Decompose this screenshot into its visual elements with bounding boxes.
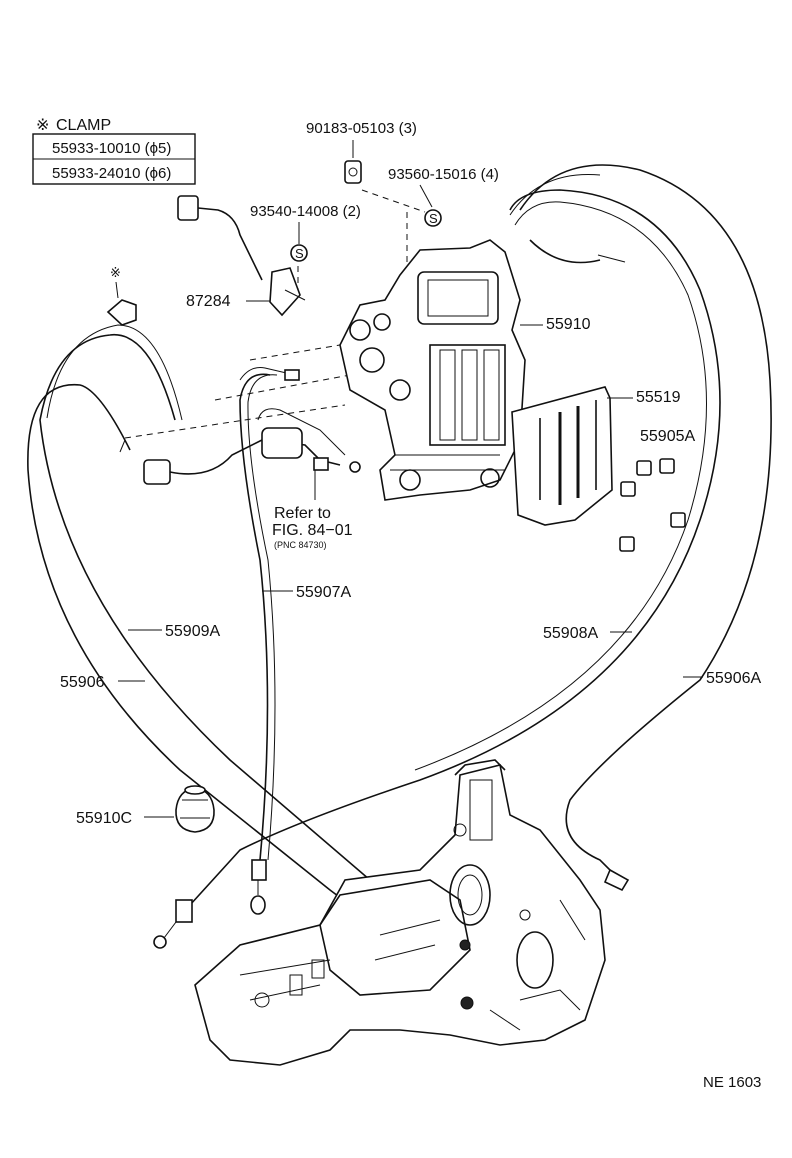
cable-55909A	[39, 334, 456, 941]
nut-90183	[344, 160, 362, 184]
clamp-mark-left: ※	[110, 265, 121, 280]
clamp-mark: ※	[36, 117, 49, 134]
cable-55907A	[239, 373, 271, 861]
cable-55908A	[189, 189, 721, 906]
refer-line-2: FIG. 84−01	[272, 522, 353, 539]
refer-line-1: Refer to	[274, 505, 331, 522]
label-93540: 93540-14008 (2)	[250, 203, 361, 220]
cable-55906A	[519, 164, 772, 881]
heater-control-assembly	[339, 239, 526, 501]
screw-93540: S	[290, 244, 308, 262]
label-55906A: 55906A	[706, 670, 761, 687]
refer-note: Refer to FIG. 84−01 (PNC 84730)	[272, 505, 353, 550]
screw-93560: S	[424, 209, 442, 227]
panel-55519	[511, 386, 613, 526]
label-55908A: 55908A	[543, 625, 598, 642]
label-55905A: 55905A	[640, 428, 695, 445]
label-90183: 90183-05103 (3)	[306, 120, 417, 137]
assembly-line-2	[361, 189, 426, 213]
cable-55906	[27, 384, 451, 981]
assembly-line-5	[214, 374, 351, 401]
clamp-row-2: 55933-24010 (ϕ6)	[52, 165, 171, 182]
assembly-line-6	[124, 404, 346, 439]
wiring-harness-connector	[143, 367, 361, 485]
clamp-row-1: 55933-10010 (ϕ5)	[52, 140, 171, 157]
label-55907A: 55907A	[296, 584, 351, 601]
assembly-line-4	[249, 344, 341, 361]
label-87284: 87284	[186, 293, 231, 310]
svg-text:S: S	[295, 246, 304, 261]
label-55519: 55519	[636, 389, 681, 406]
clamp-title: CLAMP	[56, 117, 111, 134]
figure-code: NE 1603	[703, 1074, 761, 1091]
label-55906: 55906	[60, 674, 105, 691]
clamp-part	[106, 299, 137, 326]
refer-line-3: (PNC 84730)	[274, 540, 327, 550]
label-55909A: 55909A	[165, 623, 220, 640]
leader-93560	[419, 184, 433, 208]
knobs-55905A	[619, 458, 686, 552]
label-93560: 93560-15016 (4)	[388, 166, 499, 183]
heater-unit	[194, 759, 606, 1066]
label-55910C: 55910C	[76, 810, 132, 827]
clamp-table: ※ CLAMP 55933-10010 (ϕ5) 55933-24010 (ϕ6…	[32, 117, 196, 185]
svg-text:S: S	[429, 211, 438, 226]
switch-87284	[177, 195, 306, 317]
label-55910: 55910	[546, 316, 591, 333]
grommet-55910C	[175, 785, 215, 833]
